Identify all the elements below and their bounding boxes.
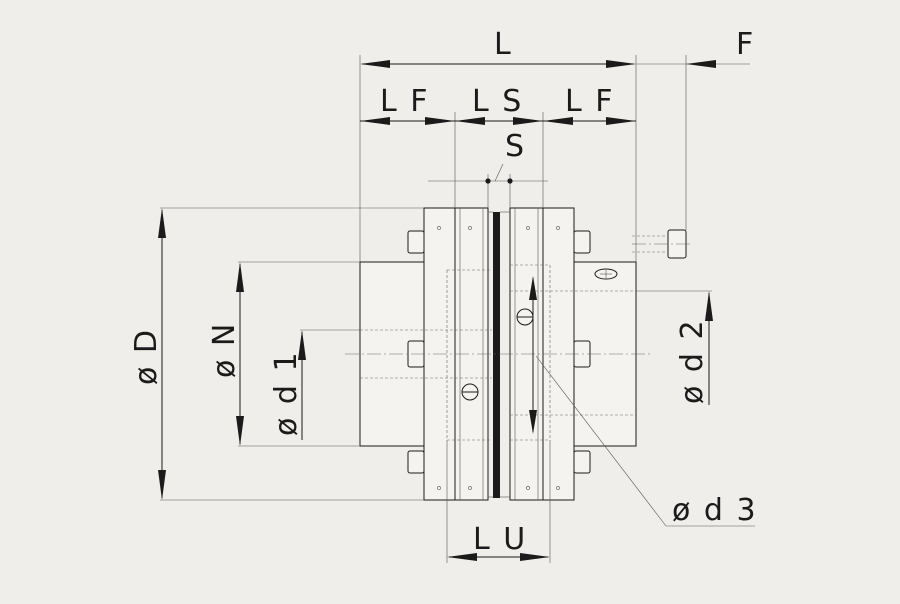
label-LU: L U [473,522,527,557]
bolt-head-left-top [407,230,425,254]
dimension-LU: L U [446,440,551,563]
label-LF-right: L F [565,84,615,119]
dimension-S: S [428,129,548,208]
dimension-F: F [636,27,755,230]
dimension-L: L [359,27,637,262]
bolt-head-right-bottom [573,450,591,474]
dimension-D: ø D [129,207,424,501]
bolt-head-left-bottom [407,450,425,474]
label-LF-left: L F [380,84,430,119]
label-L: L [494,27,513,62]
label-D: ø D [129,328,164,385]
label-d1: ø d 1 [269,350,304,436]
dimension-d2: ø d 2 [636,290,713,405]
dimension-d1: ø d 1 [269,329,360,440]
label-S: S [505,129,526,164]
label-LS: L S [472,84,523,119]
hub-setscrew [594,268,618,280]
center-disc-pack [493,212,500,498]
bolt-head-right-top [573,230,591,254]
label-F: F [736,27,755,62]
dimension-LF-LS-LF: L F L S L F [360,84,636,208]
dimension-N: ø N [207,261,360,447]
separate-setscrew [632,229,690,259]
label-d2: ø d 2 [675,318,710,404]
label-d3: ø d 3 [672,493,758,528]
label-N: ø N [207,322,242,378]
dimension-d3: ø d 3 [535,355,758,528]
coupling-assembly [345,207,650,501]
